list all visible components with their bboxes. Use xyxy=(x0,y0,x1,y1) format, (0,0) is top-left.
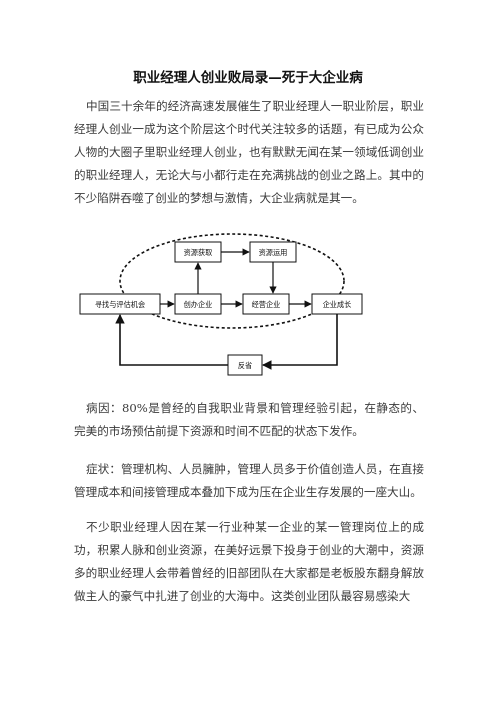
story-paragraph: 不少职业经理人因在某一行业种某一企业的某一管理岗位上的成功，积累人脉和创业资源，… xyxy=(74,520,424,603)
arrow-feedback-to-seek xyxy=(115,314,228,366)
box-growth-label: 企业成长 xyxy=(323,300,352,309)
box-apply-label: 资源运用 xyxy=(259,248,288,257)
page-title: 职业经理人创业败局录—死于大企业病 xyxy=(133,70,363,86)
box-feedback-label: 反省 xyxy=(238,361,252,370)
box-resource-apply: 资源运用 xyxy=(249,241,297,263)
box-resource-acquire: 资源获取 xyxy=(174,241,222,263)
box-feedback: 反省 xyxy=(227,354,263,376)
cause-paragraph: 病因：80%是曾经的自我职业背景和管理经验引起，在静态的、完美的市场预估前提下资… xyxy=(74,401,424,438)
box-found-label: 创办企业 xyxy=(184,300,213,309)
box-enterprise-growth: 企业成长 xyxy=(311,293,363,315)
box-found-enterprise: 创办企业 xyxy=(174,293,222,315)
symptom-paragraph: 症状：管理机构、人员臃肿，管理人员多于价值创造人员，在直接管理成本和间接管理成本… xyxy=(74,462,424,499)
box-operate-enterprise: 经营企业 xyxy=(242,293,290,315)
box-seek-opportunity: 寻找与评估机会 xyxy=(79,293,161,315)
box-operate-label: 经营企业 xyxy=(252,300,281,309)
box-acquire-label: 资源获取 xyxy=(184,248,213,257)
arrow-growth-to-feedback xyxy=(262,314,338,370)
box-seek-label: 寻找与评估机会 xyxy=(95,300,145,309)
intro-paragraph: 中国三十余年的经济高速发展催生了职业经理人一职业阶层，职业经理人创业一成为这个阶… xyxy=(74,99,424,205)
process-cycle-ellipse xyxy=(119,233,345,329)
entrepreneurship-process-diagram: 寻找与评估机会 资源获取 资源运用 创办企业 经营企业 企业成长 反省 xyxy=(79,233,363,376)
